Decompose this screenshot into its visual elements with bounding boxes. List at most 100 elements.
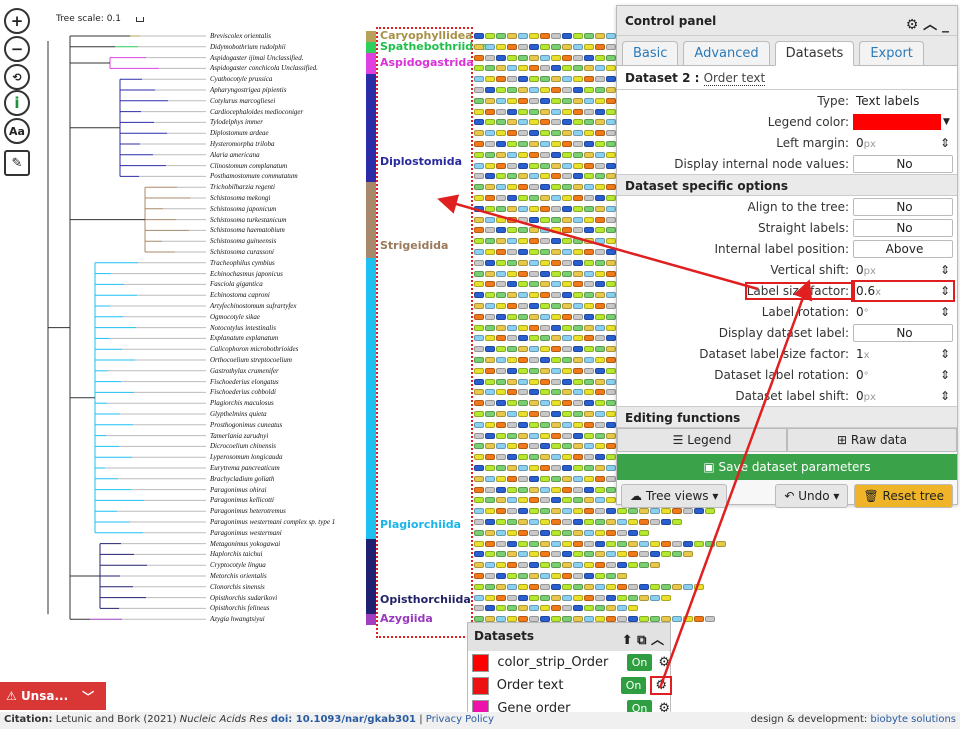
stepper-icon[interactable]: ⇕ <box>939 135 950 150</box>
domain-block <box>606 529 616 536</box>
collapse-icon[interactable]: ︿ <box>923 17 938 33</box>
domain-block <box>474 443 484 450</box>
legend-color-picker[interactable]: ▼ <box>853 113 953 131</box>
align-toggle[interactable]: No <box>853 197 953 216</box>
internal-values-toggle[interactable]: No <box>853 154 953 173</box>
domain-block <box>573 443 583 450</box>
doi-link[interactable]: doi: 10.1093/nar/gkab301 <box>270 714 417 725</box>
separator: | <box>419 714 423 725</box>
domain-block <box>606 594 616 601</box>
domain-block <box>551 313 561 320</box>
edit-icon[interactable]: ✎ <box>4 150 30 176</box>
fit-view-icon[interactable]: ⟲ <box>4 64 30 90</box>
stepper-icon[interactable]: ⇕ <box>939 367 950 382</box>
control-panel: Control panel ⚙ ︿ _ Basic Advanced Datas… <box>616 5 958 508</box>
tab-datasets[interactable]: Datasets <box>774 41 855 66</box>
domain-block <box>573 357 583 363</box>
dataset-label-rotation-input[interactable]: 0°⇕ <box>853 366 953 384</box>
domain-block <box>507 33 517 39</box>
gear-icon[interactable]: ⚙ <box>658 655 670 670</box>
domain-block <box>485 367 495 374</box>
domain-block <box>485 173 495 180</box>
domain-block <box>474 551 484 558</box>
clade-color-block <box>366 74 376 183</box>
domain-block <box>584 432 594 439</box>
domain-block <box>518 551 528 558</box>
minimize-icon[interactable]: _ <box>942 17 949 33</box>
domain-block <box>529 76 539 83</box>
credit-link[interactable]: biobyte solutions <box>870 714 956 725</box>
dataset-color-swatch[interactable] <box>472 676 489 695</box>
gear-icon[interactable]: ⚙ <box>650 676 672 695</box>
upload-icon[interactable]: ⬆ <box>621 633 633 648</box>
domain-block <box>650 594 660 601</box>
domain-block <box>496 411 506 417</box>
domain-block <box>507 475 517 482</box>
citation-prefix: Citation: <box>4 714 53 725</box>
domain-block <box>529 411 539 417</box>
stepper-icon[interactable]: ⇕ <box>939 346 950 361</box>
unsaved-warning[interactable]: ⚠ Unsa... ﹀ <box>0 682 106 710</box>
stepper-icon[interactable]: ⇕ <box>939 262 950 277</box>
internal-position-toggle[interactable]: Above <box>853 239 953 258</box>
dataset-label[interactable]: color_strip_Order <box>497 655 609 670</box>
domain-block <box>474 313 484 320</box>
domain-block <box>496 475 506 482</box>
domain-block <box>573 43 583 50</box>
domain-block <box>595 249 605 255</box>
undo-button[interactable]: ↶ Undo ▾ <box>775 484 849 508</box>
leaf-label: Paragonimus kellicotti <box>210 496 274 505</box>
label-rotation-input[interactable]: 0°⇕ <box>853 303 953 321</box>
display-dataset-label-toggle[interactable]: No <box>853 323 953 342</box>
domain-block <box>540 130 550 137</box>
domain-block <box>474 616 484 623</box>
domain-block <box>595 303 605 309</box>
vertical-shift-input[interactable]: 0px⇕ <box>853 261 953 279</box>
option-display-dataset-label: Display dataset label: No <box>617 322 957 343</box>
raw-data-button[interactable]: ⊞ Raw data <box>787 428 957 452</box>
left-margin-input[interactable]: 0px⇕ <box>853 134 953 152</box>
stepper-icon[interactable]: ⇕ <box>939 388 950 403</box>
domain-block <box>485 303 495 309</box>
add-layers-icon[interactable]: ⧉ <box>637 633 647 648</box>
domain-block <box>573 346 583 353</box>
font-size-icon[interactable]: Aa <box>4 118 30 144</box>
save-dataset-button[interactable]: ▣ Save dataset parameters <box>617 454 957 480</box>
zoom-out-icon[interactable]: − <box>4 36 30 62</box>
domain-block <box>507 497 517 504</box>
dataset-name-field[interactable]: Order text <box>703 71 766 86</box>
domain-block <box>496 389 506 396</box>
domain-block <box>606 141 616 147</box>
domain-block <box>562 259 572 266</box>
dataset-label-shift-input[interactable]: 0px⇕ <box>853 387 953 405</box>
label-size-factor-input[interactable]: 0.6x⇕ <box>851 279 955 302</box>
info-icon[interactable]: i <box>4 90 30 116</box>
leaf-label: Artyfechinostomum sufrartyfex <box>210 302 297 310</box>
tab-advanced[interactable]: Advanced <box>683 41 770 65</box>
domain-block <box>595 475 605 482</box>
stepper-icon[interactable]: ⇕ <box>939 304 950 319</box>
reset-tree-button[interactable]: 🗑 Reset tree <box>854 484 953 508</box>
straight-toggle[interactable]: No <box>853 218 953 237</box>
domain-block <box>551 411 561 417</box>
tree-views-button[interactable]: ☁ Tree views ▾ <box>621 484 728 508</box>
zoom-in-icon[interactable]: + <box>4 8 30 34</box>
dataset-on-toggle[interactable]: On <box>620 677 647 694</box>
privacy-policy-link[interactable]: Privacy Policy <box>425 714 494 725</box>
domain-block <box>551 43 561 50</box>
tab-export[interactable]: Export <box>859 41 924 65</box>
domain-block <box>639 562 649 569</box>
collapse-icon[interactable]: ︿ <box>650 633 664 648</box>
gear-icon[interactable]: ⚙ <box>905 17 919 33</box>
dataset-on-toggle[interactable]: On <box>626 654 653 671</box>
dataset-label[interactable]: Order text <box>496 678 564 693</box>
legend-button[interactable]: ☰ Legend <box>617 428 787 452</box>
domain-block <box>518 421 528 428</box>
domain-block <box>496 259 506 266</box>
domain-block <box>683 616 693 623</box>
dataset-color-swatch[interactable] <box>472 653 490 672</box>
dataset-label-size-input[interactable]: 1x⇕ <box>853 345 953 363</box>
stepper-icon[interactable]: ⇕ <box>939 283 950 298</box>
tab-basic[interactable]: Basic <box>622 41 679 65</box>
gear-icon[interactable]: ⚙ <box>658 701 670 716</box>
